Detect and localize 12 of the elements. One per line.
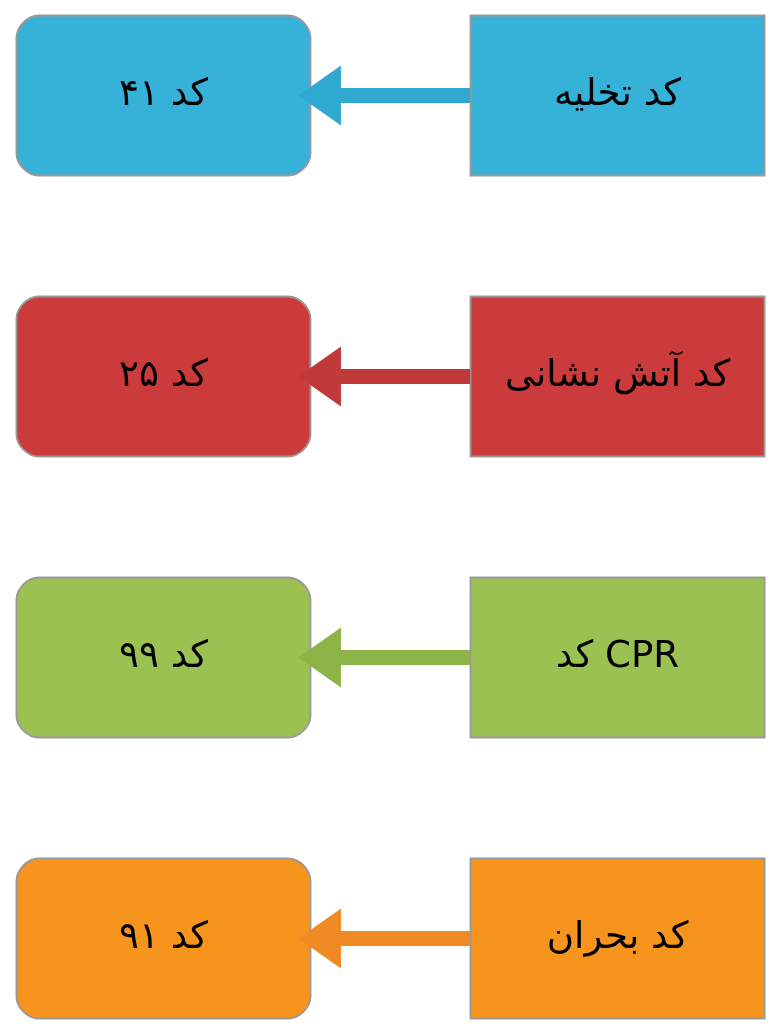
node-box: کد بحران: [469, 857, 766, 1020]
node-box: کد آتش نشانی: [469, 295, 766, 458]
node-box: کد CPR: [469, 576, 766, 739]
arrow: [298, 346, 471, 407]
arrow: [298, 908, 471, 969]
arrow: [298, 65, 471, 126]
node-box: کد ۴۱: [15, 14, 312, 177]
node-box: کد ۹۱: [15, 857, 312, 1020]
node-box: کد ۹۹: [15, 576, 312, 739]
node-box: کد تخلیه: [469, 14, 766, 177]
arrow: [298, 627, 471, 688]
node-box: کد ۲۵: [15, 295, 312, 458]
